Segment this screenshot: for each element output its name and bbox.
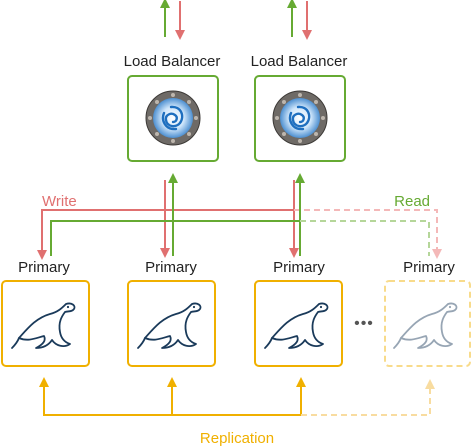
load-balancer-label-1: Load Balancer [124,53,221,70]
more-nodes-ellipsis: ••• [354,315,374,332]
primary-label-2: Primary [145,259,197,276]
replication-path [39,377,435,416]
primary-node-4 [384,280,471,367]
primary-node-3 [254,280,343,367]
read-path [50,173,430,256]
primary-label-1: Primary [18,259,70,276]
primary-label-4: Primary [403,259,455,276]
load-balancer-label-2: Load Balancer [251,53,348,70]
primary-node-1 [1,280,90,367]
load-balancer-icon [144,89,202,147]
primary-node-2 [127,280,216,367]
load-balancer-2 [254,75,346,162]
replication-label: Replication [200,430,274,446]
primary-label-3: Primary [273,259,325,276]
load-balancer-1 [127,75,219,162]
load-balancer-icon [271,89,329,147]
write-path [37,180,442,260]
read-label: Read [394,193,430,210]
write-label: Write [42,193,77,210]
